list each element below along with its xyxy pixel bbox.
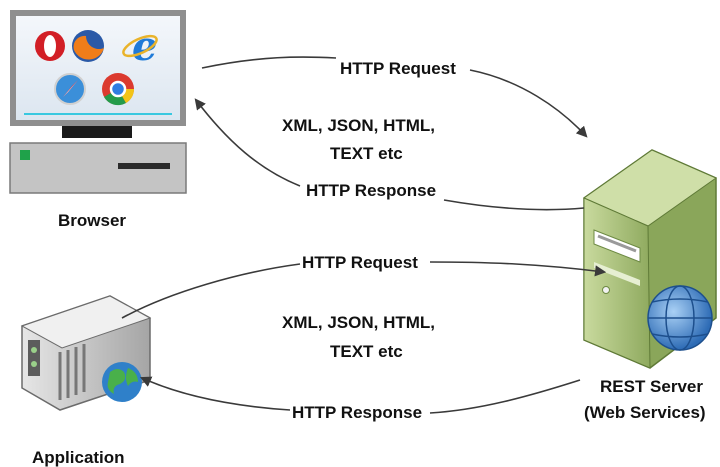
browser-response-label: HTTP Response bbox=[306, 181, 436, 200]
chrome-icon bbox=[102, 73, 135, 106]
browser-node: e Browser bbox=[9, 10, 187, 230]
computer-case bbox=[9, 142, 187, 194]
browser-response-edge: HTTP Response bbox=[194, 98, 585, 211]
firefox-icon bbox=[72, 30, 104, 62]
app-formats-line1: XML, JSON, HTML, bbox=[282, 313, 435, 332]
rest-server-node: REST Server (Web Services) bbox=[582, 149, 718, 422]
app-request-label: HTTP Request bbox=[302, 253, 418, 272]
browser-label: Browser bbox=[58, 211, 126, 230]
globe-icon bbox=[102, 362, 142, 402]
server-globe-icon bbox=[647, 285, 713, 351]
opera-icon bbox=[35, 31, 65, 61]
monitor-icon bbox=[10, 10, 186, 138]
app-response-edge: HTTP Response bbox=[139, 376, 581, 422]
browser-request-label: HTTP Request bbox=[340, 59, 456, 78]
app-request-edge: HTTP Request bbox=[121, 253, 607, 319]
browser-request-edge: HTTP Request bbox=[201, 56, 588, 138]
server-label-line2: (Web Services) bbox=[584, 403, 706, 422]
app-formats-line2: TEXT etc bbox=[330, 342, 403, 361]
browser-formats-line1: XML, JSON, HTML, bbox=[282, 116, 435, 135]
application-node: Application bbox=[20, 295, 152, 467]
browser-formats-line2: TEXT etc bbox=[330, 144, 403, 163]
internet-explorer-icon: e bbox=[122, 23, 158, 70]
app-response-label: HTTP Response bbox=[292, 403, 422, 422]
application-label: Application bbox=[32, 448, 125, 467]
tower-server-icon bbox=[582, 149, 718, 369]
safari-icon bbox=[54, 73, 86, 105]
server-label-line1: REST Server bbox=[600, 377, 703, 396]
